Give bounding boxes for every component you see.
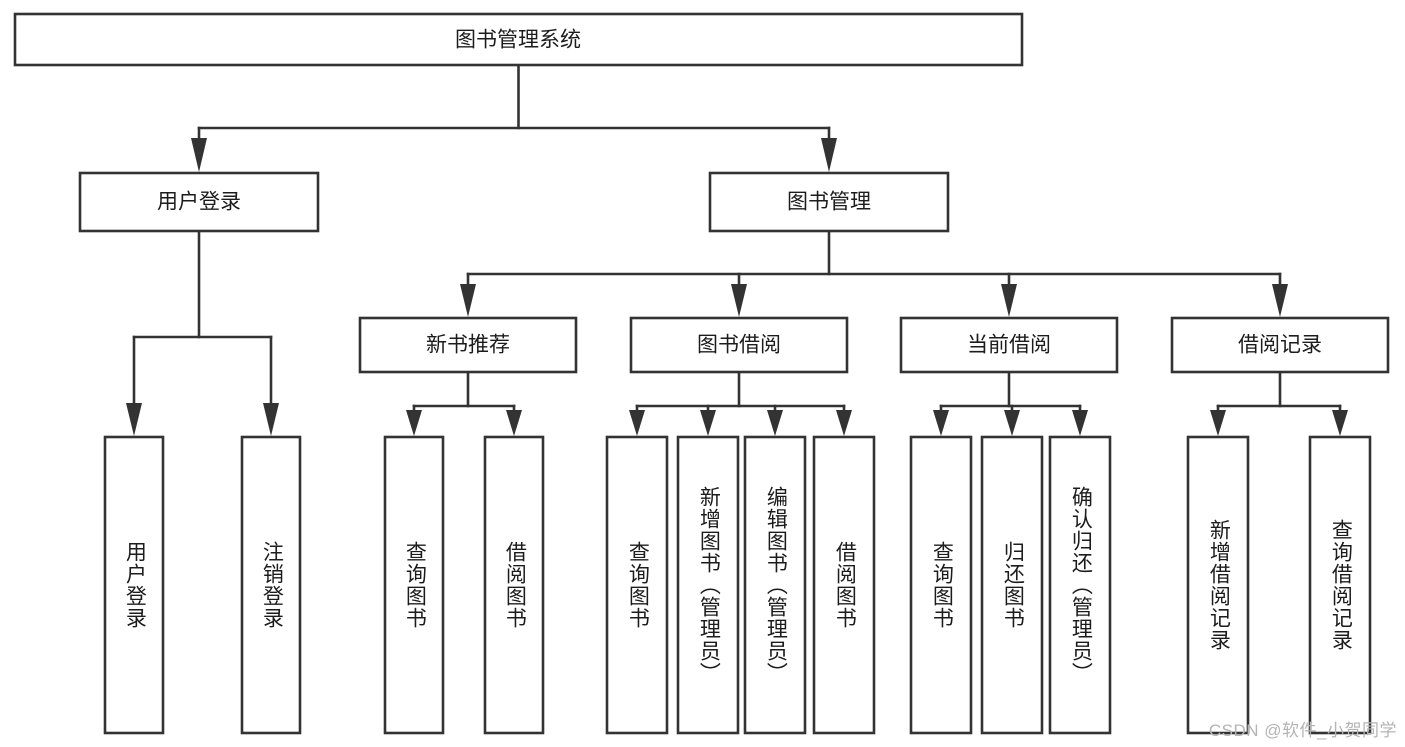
arrow-to-current-borrow [1001,284,1017,317]
connector-group-root-to-level2 [191,63,837,172]
node-box-edit-book-admin[interactable] [743,435,807,735]
node-box-book-manage[interactable] [708,171,950,233]
arrow-to-new-book-recommend [460,284,476,317]
arrow-to-confirm-return-admin [1072,410,1088,436]
connector-group-book-manage-children [460,229,1288,317]
node-label-book-manage: 图书管理 [787,191,871,214]
node-box-borrow-record[interactable] [1170,316,1390,374]
node-label-root: 图书管理系统 [455,29,581,52]
node-box-new-book-recommend[interactable] [358,316,578,374]
arrow-to-query-borrow-record [1332,410,1348,436]
node-box-confirm-return-admin[interactable] [1048,435,1112,735]
node-box-add-borrow-record[interactable] [1186,435,1250,735]
node-box-query-book-3[interactable] [909,435,973,735]
node-box-borrow-book-1[interactable] [483,435,545,735]
arrow-to-query-book-1 [406,410,422,436]
arrow-to-add-book-admin [700,410,716,436]
node-box-query-borrow-record[interactable] [1308,435,1372,735]
arrow-to-user-logout [263,403,279,436]
arrow-to-query-book-2 [629,410,645,436]
node-box-add-book-admin[interactable] [676,435,740,735]
node-box-current-borrow[interactable] [899,316,1119,374]
node-box-user-login-do[interactable] [103,435,165,735]
node-box-user-logout[interactable] [240,435,302,735]
node-box-root[interactable] [13,12,1024,67]
arrow-to-query-book-3 [933,410,949,436]
arrow-to-borrow-record [1272,284,1288,317]
node-box-borrow-book-2[interactable] [812,435,876,735]
arrow-to-borrow-book-1 [506,410,522,436]
connector-group-new-book-children [406,370,522,436]
connector-group-book-borrow-children [629,370,852,436]
arrow-to-add-borrow-record [1210,410,1226,436]
node-box-query-book-2[interactable] [605,435,669,735]
arrow-to-return-book [1004,410,1020,436]
connector-group-borrow-record-children [1210,370,1348,436]
node-label-current-borrow: 当前借阅 [967,334,1051,357]
arrow-to-book-manage [821,138,837,172]
arrow-to-user-login-do [126,403,142,436]
node-label-user-login: 用户登录 [157,191,241,214]
arrow-to-user-login [191,138,207,172]
node-box-return-book[interactable] [980,435,1044,735]
node-label-book-borrow: 图书借阅 [697,334,781,357]
node-box-book-borrow[interactable] [629,316,849,374]
node-label-borrow-record: 借阅记录 [1238,334,1322,357]
node-box-query-book-1[interactable] [383,435,445,735]
connector-group-user-login-children [126,229,279,436]
node-label-new-book-recommend: 新书推荐 [426,334,510,357]
node-box-user-login[interactable] [78,171,320,233]
csdn-watermark: CSDN @软件_小贺同学 [1208,721,1397,740]
arrow-to-edit-book-admin [767,410,783,436]
arrow-to-borrow-book-2 [836,410,852,436]
connector-group-current-borrow-children [933,370,1088,436]
arrow-to-book-borrow [731,284,747,317]
